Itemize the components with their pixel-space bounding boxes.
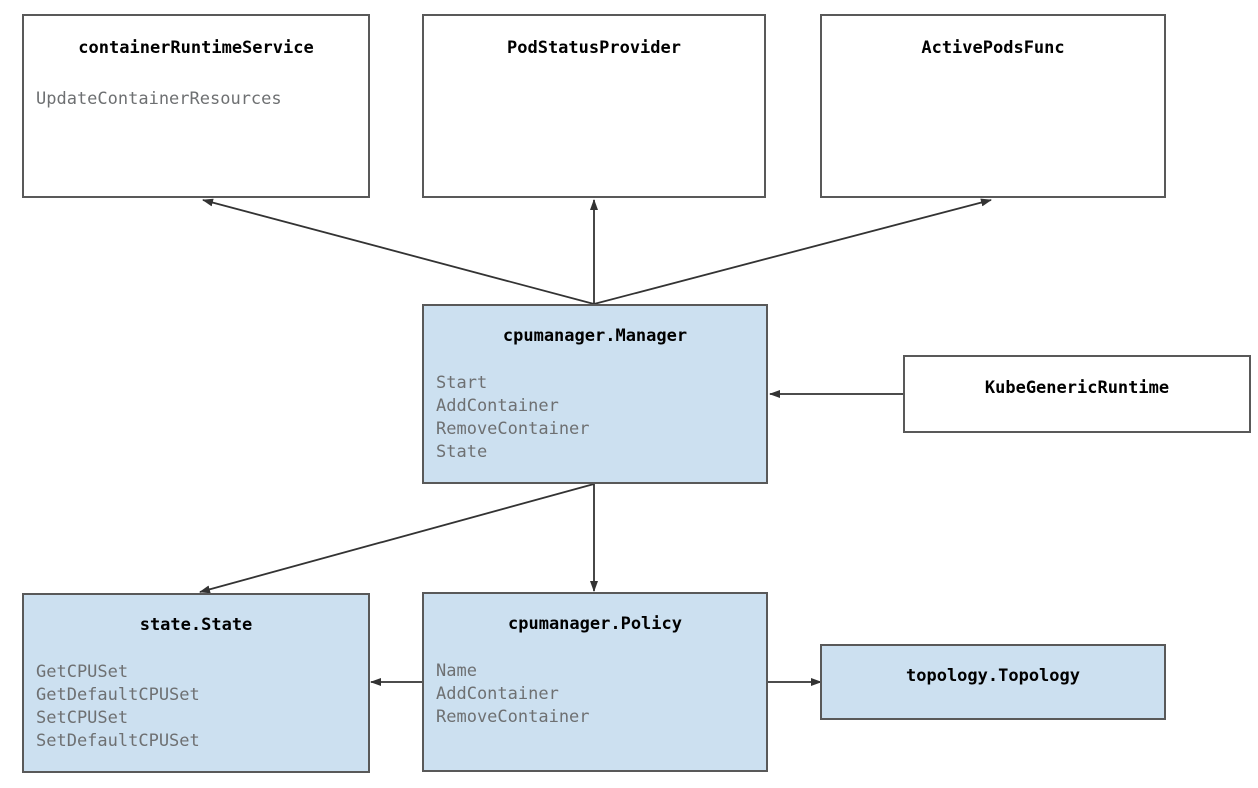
class-member: SetDefaultCPUSet [36, 731, 200, 751]
class-box-KubeGenericRuntime[interactable]: KubeGenericRuntime [903, 355, 1251, 433]
class-title: cpumanager.Policy [508, 614, 682, 634]
class-box-PodStatusProvider[interactable]: PodStatusProvider [422, 14, 766, 198]
class-member: AddContainer [436, 684, 559, 704]
class-member: GetCPUSet [36, 662, 129, 682]
class-members: GetCPUSet GetDefaultCPUSet SetCPUSet Set… [36, 661, 360, 753]
class-title: PodStatusProvider [507, 38, 681, 58]
class-member: SetCPUSet [36, 708, 129, 728]
class-box-cpumanager-Manager[interactable]: cpumanager.Manager Start AddContainer Re… [422, 304, 768, 484]
class-title: KubeGenericRuntime [984, 378, 1170, 398]
class-title: topology.Topology [906, 666, 1080, 686]
class-members: UpdateContainerResources [36, 88, 360, 111]
class-member: RemoveContainer [436, 419, 590, 439]
class-box-containerRuntimeService[interactable]: containerRuntimeService UpdateContainerR… [22, 14, 370, 198]
class-title: ActivePodsFunc [921, 38, 1065, 58]
class-box-state-State[interactable]: state.State GetCPUSet GetDefaultCPUSet S… [22, 593, 370, 773]
class-member: State [436, 442, 488, 462]
class-member: Start [436, 373, 488, 393]
class-title: containerRuntimeService [78, 38, 314, 58]
class-box-cpumanager-Policy[interactable]: cpumanager.Policy Name AddContainer Remo… [422, 592, 768, 772]
class-box-topology-Topology[interactable]: topology.Topology [820, 644, 1166, 720]
class-title: cpumanager.Manager [502, 326, 688, 346]
class-box-ActivePodsFunc[interactable]: ActivePodsFunc [820, 14, 1166, 198]
class-member: AddContainer [436, 396, 559, 416]
edge-manager-to-stateState [199, 483, 595, 594]
class-member: Name [436, 661, 477, 681]
class-member: GetDefaultCPUSet [36, 685, 200, 705]
edge-manager-to-containerRuntimeService [202, 198, 595, 305]
edge-manager-to-activePodsFunc [593, 198, 992, 305]
class-members: Name AddContainer RemoveContainer [436, 660, 758, 729]
class-members: Start AddContainer RemoveContainer State [436, 372, 758, 464]
class-title: state.State [139, 615, 253, 635]
class-member: RemoveContainer [436, 707, 590, 727]
class-member: UpdateContainerResources [36, 89, 282, 109]
